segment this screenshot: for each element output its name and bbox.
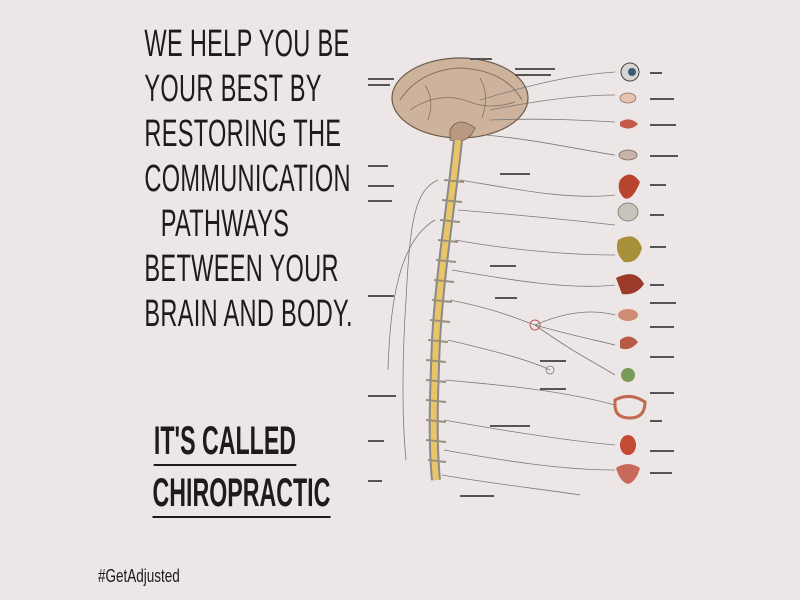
brain-icon <box>391 57 529 142</box>
kidney-icon <box>620 336 638 350</box>
colon-icon <box>613 395 647 420</box>
tagline-line-2: CHIROPRACTIC <box>152 470 331 518</box>
spinal-cord-icon <box>425 139 465 481</box>
anatomy-labels <box>368 58 678 497</box>
headline-line: RESTORING THE <box>144 113 342 155</box>
heart-icon <box>618 174 640 199</box>
gland-icon <box>619 92 637 104</box>
tagline: IT'S CALLED CHIROPRACTIC <box>152 418 331 518</box>
nervous-system-illustration <box>368 57 678 497</box>
intestine-icon <box>621 368 635 382</box>
tagline-line-1: IT'S CALLED <box>153 418 297 466</box>
lungs-icon <box>617 202 639 222</box>
hashtag: #GetAdjusted <box>98 566 180 586</box>
headline-line: YOUR BEST BY <box>144 68 322 110</box>
headline-line: COMMUNICATION <box>144 158 351 200</box>
liver-icon <box>616 274 644 295</box>
headline-line: WE HELP YOU BE <box>144 23 350 65</box>
pancreas-icon <box>618 309 638 321</box>
stomach-icon <box>616 236 642 263</box>
pupil-icon <box>628 68 636 76</box>
headline: WE HELP YOU BE YOUR BEST BY RESTORING TH… <box>144 22 353 337</box>
headline-line: BRAIN AND BODY. <box>144 293 353 335</box>
nerve-branches <box>387 71 616 496</box>
reproductive-organ-icon <box>616 464 640 484</box>
gland-icon <box>620 119 638 129</box>
headline-line: BETWEEN YOUR <box>144 248 339 290</box>
ganglion-icon <box>545 365 555 375</box>
ganglion-icon <box>529 319 541 331</box>
gland-icon <box>618 149 638 161</box>
bladder-icon <box>620 435 636 455</box>
headline-line: PATHWAYS <box>160 203 290 245</box>
organs <box>613 62 647 484</box>
